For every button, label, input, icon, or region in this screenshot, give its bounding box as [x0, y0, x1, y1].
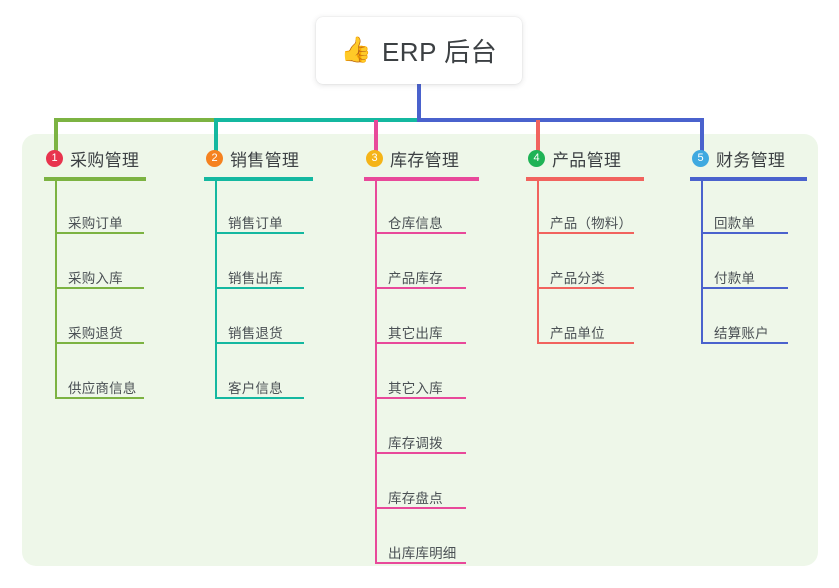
leaf-item-4-3[interactable]: 产品单位 — [550, 326, 605, 341]
branch-badge-2: 2 — [206, 149, 223, 167]
root-node-label: ERP 后台 — [381, 37, 498, 67]
branch-title-4: 产品管理 — [552, 150, 622, 170]
leaf-item-2-3[interactable]: 销售退货 — [228, 326, 283, 341]
branch-badge-5: 5 — [692, 149, 709, 167]
branch-badge-4: 4 — [528, 149, 545, 167]
branch-column-2: 2 销售管理 — [206, 146, 299, 170]
leaf-item-2-1[interactable]: 销售订单 — [228, 216, 283, 231]
leaf-item-1-2[interactable]: 采购入库 — [68, 271, 123, 286]
leaf-item-5-1[interactable]: 回款单 — [714, 216, 756, 231]
branch-badge-1: 1 — [46, 149, 63, 167]
leaf-item-4-1[interactable]: 产品（物料） — [550, 216, 633, 231]
leaf-item-4-2[interactable]: 产品分类 — [550, 271, 605, 286]
leaf-item-1-1[interactable]: 采购订单 — [68, 216, 123, 231]
branch-column-4: 4 产品管理 — [528, 146, 621, 170]
leaf-item-3-5[interactable]: 库存调拨 — [388, 436, 443, 451]
leaf-item-1-3[interactable]: 采购退货 — [68, 326, 123, 341]
leaf-item-3-3[interactable]: 其它出库 — [388, 326, 443, 341]
branch-column-1: 1 采购管理 — [46, 146, 139, 170]
leaf-item-3-2[interactable]: 产品库存 — [388, 271, 443, 286]
branch-header-4[interactable]: 4 产品管理 — [528, 146, 621, 170]
branch-header-3[interactable]: 3 库存管理 — [366, 146, 459, 170]
thumbs-up-icon: 👍 — [340, 36, 372, 64]
branch-title-5: 财务管理 — [716, 150, 786, 170]
branch-title-3: 库存管理 — [390, 150, 460, 170]
branch-header-2[interactable]: 2 销售管理 — [206, 146, 299, 170]
branches-panel — [22, 134, 818, 566]
branch-header-1[interactable]: 1 采购管理 — [46, 146, 139, 170]
branch-title-1: 采购管理 — [70, 150, 140, 170]
leaf-item-3-6[interactable]: 库存盘点 — [388, 491, 443, 506]
branch-column-3: 3 库存管理 — [366, 146, 459, 170]
root-node[interactable]: 👍 ERP 后台 — [316, 17, 522, 84]
branch-title-2: 销售管理 — [230, 150, 300, 170]
leaf-item-5-3[interactable]: 结算账户 — [714, 326, 769, 341]
leaf-item-2-2[interactable]: 销售出库 — [228, 271, 283, 286]
leaf-item-5-2[interactable]: 付款单 — [714, 271, 756, 286]
leaf-item-1-4[interactable]: 供应商信息 — [68, 381, 137, 396]
branch-badge-3: 3 — [366, 149, 383, 167]
branch-column-5: 5 财务管理 — [692, 146, 785, 170]
leaf-item-3-4[interactable]: 其它入库 — [388, 381, 443, 396]
leaf-item-2-4[interactable]: 客户信息 — [228, 381, 283, 396]
branch-header-5[interactable]: 5 财务管理 — [692, 146, 785, 170]
leaf-item-3-1[interactable]: 仓库信息 — [388, 216, 443, 231]
leaf-item-3-7[interactable]: 出库库明细 — [388, 546, 457, 561]
